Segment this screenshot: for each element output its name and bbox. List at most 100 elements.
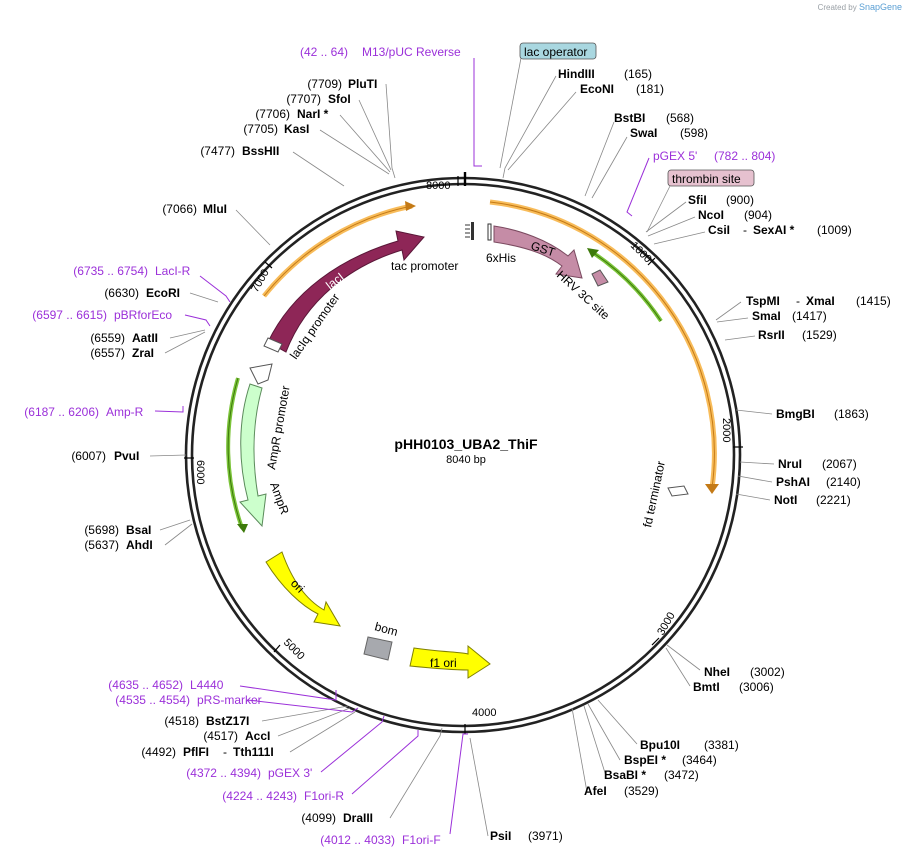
primer-name-M13-pUC-Reverse: M13/pUC Reverse (362, 45, 461, 59)
primer-name-pGEX-5: pGEX 5' (653, 149, 697, 163)
primer-range-LacI-R: (6735 .. 6754) (73, 264, 148, 278)
AmpR-promoter-arrow (249, 363, 273, 385)
site-name-SfiI: SfiI (688, 193, 707, 207)
leader-TspMI (715, 301, 742, 321)
primer-name-F1ori-F: F1ori-F (402, 833, 441, 847)
site-name-MluI: MluI (203, 202, 227, 216)
leader-pRS-marker (246, 699, 359, 713)
leader-NcoI (647, 216, 696, 237)
snapgene-logo: SnapGene (858, 2, 902, 12)
primer-range-F1ori-R: (4224 .. 4243) (222, 789, 297, 803)
site-name-BstBI: BstBI (614, 111, 645, 125)
f1-ori-label: f1 ori (430, 656, 457, 670)
leader-NruI (739, 461, 775, 465)
site-name-RsrII: RsrII (758, 328, 785, 342)
site-name-BstZ17I: BstZ17I (206, 714, 249, 728)
tac-promoter-label: tac promoter (391, 259, 458, 273)
leader-EcoNI (507, 91, 577, 171)
leader-EcoRI (189, 292, 219, 303)
site-leaders (149, 75, 775, 837)
6xHis-glyph (487, 223, 492, 241)
thrombin-site-leader (646, 185, 671, 233)
site-pos-TspMI: (1415) (856, 294, 891, 308)
site-pos-BstZ17I: (4518) (164, 714, 199, 728)
tick-5000 (273, 644, 281, 653)
leader-AfeI (571, 707, 588, 793)
leader-DraIII (389, 727, 443, 819)
site-pos-EcoRI: (6630) (104, 286, 139, 300)
HRV-3C-site-arrow (591, 269, 609, 287)
site-name-EcoRI: EcoRI (146, 286, 180, 300)
snapgene-credit: Created by SnapGene (818, 2, 902, 12)
site-name-AfeI: AfeI (584, 784, 607, 798)
fd-terminator-glyph (667, 485, 689, 497)
site-dash-TspMI: - (796, 294, 800, 308)
site-pos-RsrII: (1529) (802, 328, 837, 342)
leader-KasI (319, 129, 390, 175)
site-pos-DraIII: (4099) (301, 811, 336, 825)
site-pos-KasI: (7705) (243, 122, 278, 136)
leader-MluI (235, 209, 271, 246)
AmpR-promoter-label: AmpR promoter (264, 385, 292, 471)
leader-NarI (339, 114, 391, 173)
primer-name-LacI-R: LacI-R (155, 264, 191, 278)
leader-CsiI (653, 231, 706, 245)
lac-operator-box (519, 42, 597, 60)
leader-SfiI (645, 201, 687, 233)
leader-M13-pUC-Reverse (473, 58, 482, 167)
site-pos-ZraI: (6557) (90, 346, 125, 360)
lac-operator-tag: lac operator (499, 42, 597, 169)
site-name-BsaI: BsaI (126, 523, 151, 537)
site-pos-NheI: (3002) (750, 665, 785, 679)
site-pos-BsaBI: (3472) (664, 768, 699, 782)
site-pos-EcoNI: (181) (636, 82, 664, 96)
primer-range-F1ori-F: (4012 .. 4033) (320, 833, 395, 847)
site-name-SfoI: SfoI (328, 92, 351, 106)
site-pos-SwaI: (598) (680, 126, 708, 140)
primer-range-pGEX-5: (782 .. 804) (714, 149, 775, 163)
leader-BmtI (665, 647, 691, 687)
site-pos-NarI: (7706) (255, 107, 290, 121)
primer-range-Amp-R: (6187 .. 6206) (24, 405, 99, 419)
leader-F1ori-R (351, 730, 419, 795)
ori-arrow (265, 551, 341, 627)
leader-BsaBI (583, 705, 607, 777)
site-pos-HindIII: (165) (624, 67, 652, 81)
site-pos-NotI: (2221) (816, 493, 851, 507)
leader-L4440 (239, 685, 337, 701)
site-name-SwaI: SwaI (630, 126, 657, 140)
site-pos-SmaI: (1417) (792, 309, 827, 323)
primer-name-pRS-marker: pRS-marker (197, 693, 262, 707)
green-arc-left-head (237, 524, 248, 533)
site-pos-AfeI: (3529) (624, 784, 659, 798)
leader-Bpu10I (597, 699, 638, 745)
site-name-Bpu10I: Bpu10I (640, 738, 680, 752)
site-name-BmgBI: BmgBI (776, 407, 815, 421)
leader-pBRforEco (184, 314, 211, 327)
site-dash-CsiI: - (743, 223, 747, 237)
orf-arc-left-head (405, 201, 416, 211)
thrombin-site-tag: thrombin site (646, 169, 755, 233)
leader-SmaI (716, 317, 749, 323)
leader-PflFI (289, 711, 356, 753)
inner-strand (190, 182, 736, 728)
site-name-PflFI: PflFI (183, 745, 209, 759)
site-pos-BspEI: (3464) (682, 753, 717, 767)
tick-label-6000: 6000 (194, 460, 206, 484)
thrombin-site-box (667, 169, 755, 187)
leader-Amp-R (154, 406, 184, 413)
site-pos-BmtI: (3006) (739, 680, 774, 694)
orf-arcs (226, 199, 719, 533)
leader-PluTI (385, 83, 396, 179)
site-name-PsiI: PsiI (490, 829, 511, 843)
site-pos-PshAI: (2140) (826, 475, 861, 489)
leader-ZraI (164, 331, 206, 354)
site-pos-MluI: (7066) (162, 202, 197, 216)
site-pos-NruI: (2067) (822, 457, 857, 471)
primer-name-F1ori-R: F1ori-R (304, 789, 344, 803)
orf-arc-left-line (263, 205, 413, 297)
site-pos-BsaI: (5698) (84, 523, 119, 537)
leader-BmgBI (735, 409, 773, 415)
primer-range-L4440: (4635 .. 4652) (108, 678, 183, 692)
